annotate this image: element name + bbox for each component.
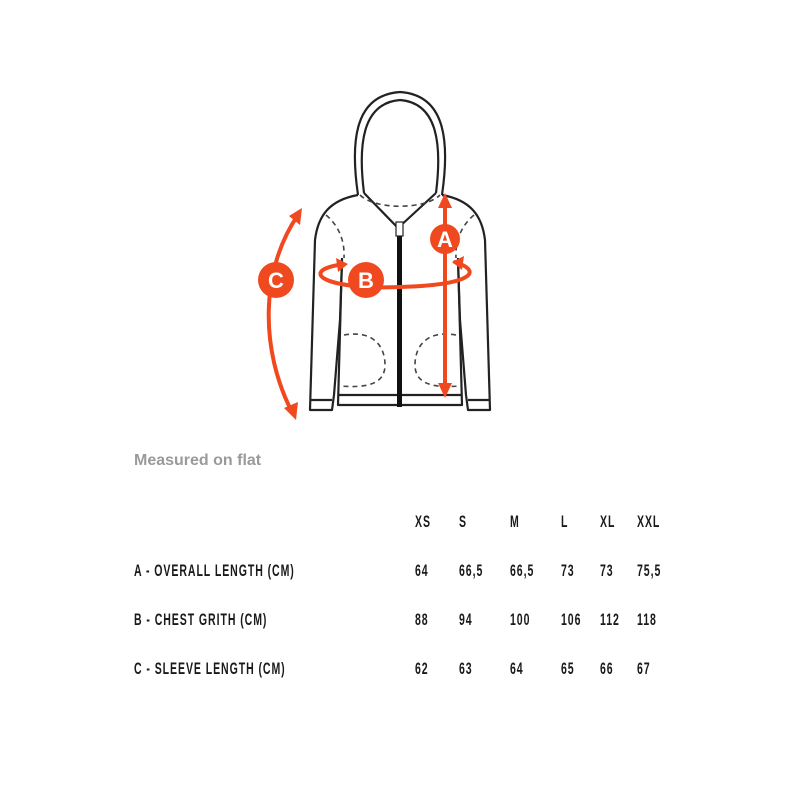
row-value: 66	[600, 659, 614, 678]
row-value: 118	[637, 610, 657, 629]
row-value: 88	[415, 610, 429, 629]
body-outline	[308, 193, 359, 412]
row-value: 64	[415, 561, 429, 580]
hoodie-diagram: A B C	[258, 90, 492, 420]
row-value: 66,5	[459, 561, 484, 580]
row-value: 62	[415, 659, 429, 678]
row-value: 64	[510, 659, 524, 678]
row-value: 73	[600, 561, 614, 580]
row-value: 73	[561, 561, 575, 580]
size-header: XL	[600, 512, 616, 531]
measured-note: Measured on flat	[134, 452, 262, 469]
row-value: 63	[459, 659, 473, 678]
row-value: 100	[510, 610, 531, 629]
size-header: M	[510, 512, 520, 531]
size-header: XXL	[637, 512, 661, 531]
size-header: XS	[415, 512, 431, 531]
size-header: S	[459, 512, 467, 531]
hood-outline	[353, 90, 447, 196]
zipper	[397, 225, 402, 407]
row-value: 66,5	[510, 561, 535, 580]
row-label: A - OVERALL LENGTH (CM)	[134, 561, 295, 580]
row-value: 94	[459, 610, 473, 629]
row-label: B - CHEST GRITH (CM)	[134, 610, 268, 629]
row-value: 112	[600, 610, 620, 629]
label-a: A	[437, 227, 453, 252]
row-value: 75,5	[637, 561, 662, 580]
row-value: 67	[637, 659, 651, 678]
row-value: 65	[561, 659, 575, 678]
size-header: L	[561, 512, 569, 531]
label-c: C	[268, 268, 284, 293]
row-value: 106	[561, 610, 582, 629]
label-b: B	[358, 268, 374, 293]
row-label: C - SLEEVE LENGTH (CM)	[134, 659, 286, 678]
